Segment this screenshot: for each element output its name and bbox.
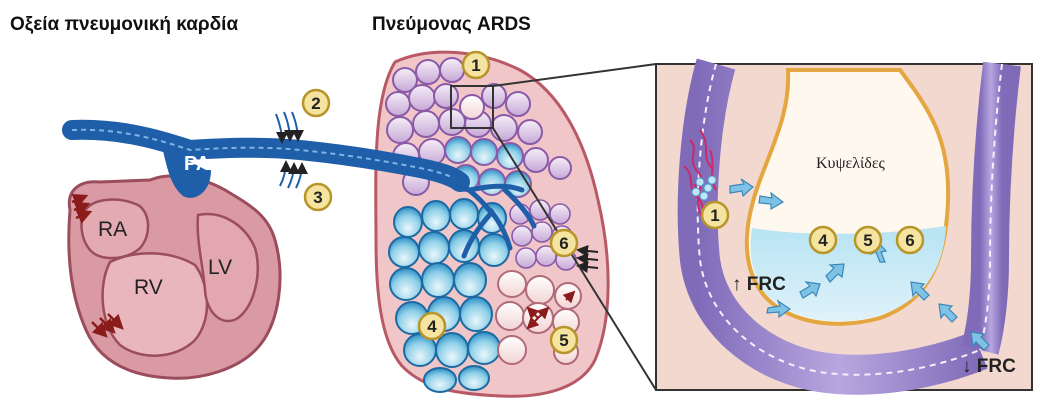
- marker-3-label: 3: [313, 188, 322, 207]
- marker-2-label: 2: [311, 94, 320, 113]
- heart: [69, 176, 280, 378]
- pa-pressure-arrows-top: [276, 112, 298, 142]
- label-ra: RA: [98, 218, 127, 241]
- label-frc-up: ↑ FRC: [732, 274, 786, 295]
- label-rv: RV: [134, 276, 163, 299]
- marker-4-lung-label: 4: [427, 317, 437, 336]
- label-lv: LV: [208, 256, 232, 279]
- marker-5-inset-label: 5: [863, 231, 872, 250]
- label-pa: PA: [184, 153, 210, 175]
- marker-4-inset-label: 4: [818, 231, 828, 250]
- label-alveoli: Κυψελίδες: [816, 155, 886, 172]
- marker-1-lung-label: 1: [471, 56, 480, 75]
- marker-1-inset-label: 1: [710, 206, 719, 225]
- marker-6-lung-label: 6: [559, 234, 568, 253]
- label-frc-down: ↓ FRC: [962, 356, 1016, 377]
- marker-5-lung-label: 5: [559, 331, 568, 350]
- rv-chamber: [103, 253, 207, 355]
- pa-pressure-arrows-bottom: [280, 162, 302, 188]
- marker-6-inset-label: 6: [905, 231, 914, 250]
